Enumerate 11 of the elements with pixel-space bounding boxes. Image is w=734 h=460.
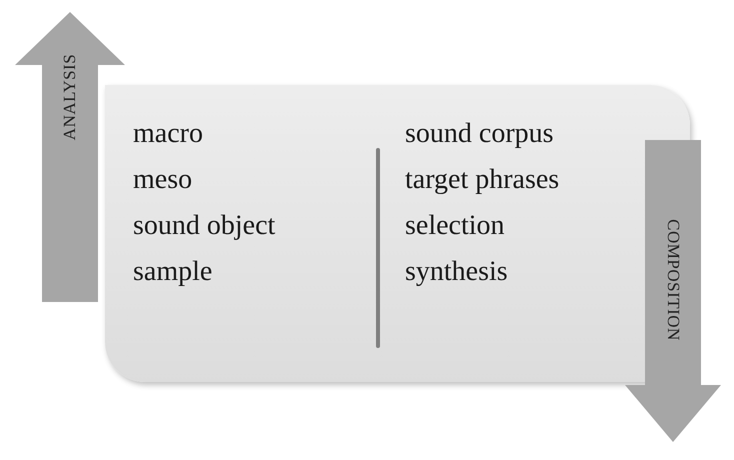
list-item: sound corpus bbox=[405, 117, 555, 151]
list-item: selection bbox=[405, 209, 506, 243]
list-item: macro bbox=[133, 117, 204, 151]
rounded-panel bbox=[105, 85, 690, 382]
list-item: meso bbox=[133, 163, 194, 197]
arrow-label: COMPOSITION bbox=[663, 219, 683, 341]
list-item: synthesis bbox=[405, 255, 509, 289]
list-item: sample bbox=[133, 255, 214, 289]
list-item: target phrases bbox=[405, 163, 560, 197]
list-item: sound object bbox=[133, 209, 276, 243]
arrow-label: ANALYSIS bbox=[60, 54, 80, 140]
